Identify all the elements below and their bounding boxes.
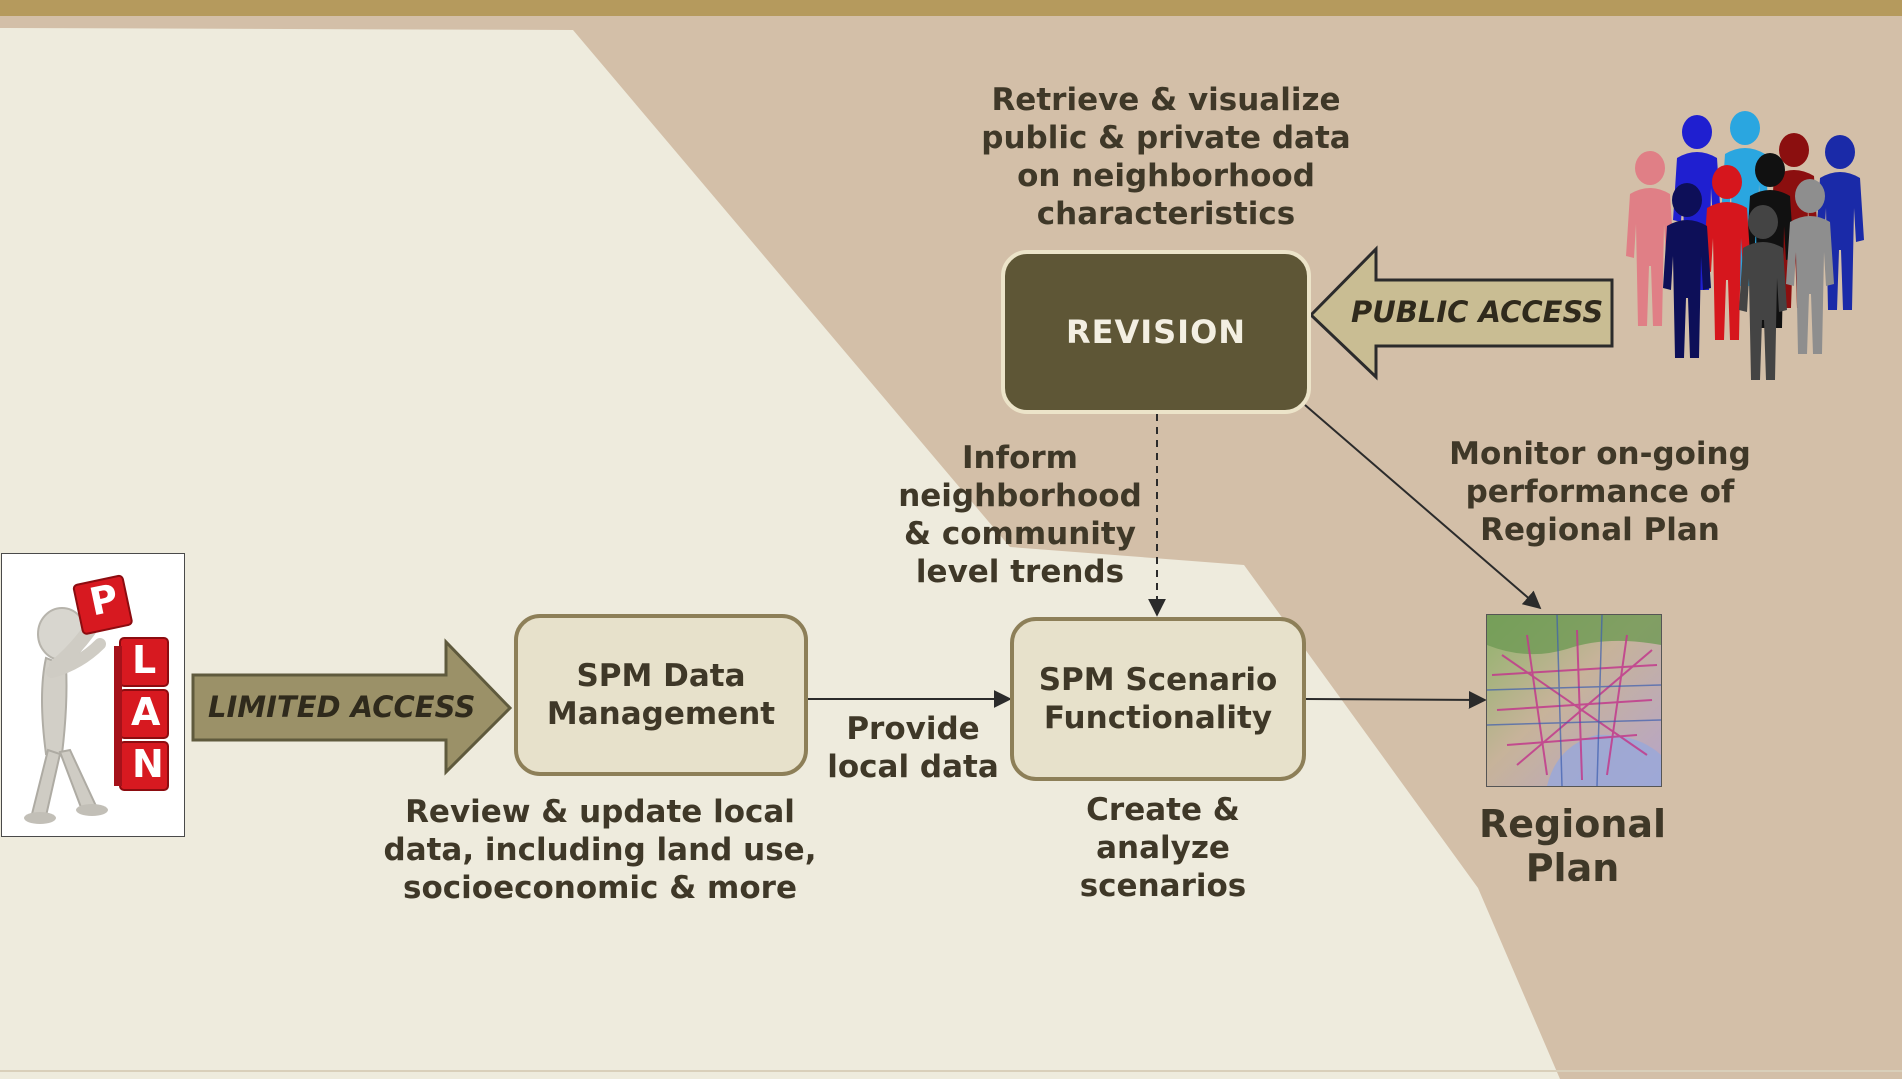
regional-plan-title: Regional Plan — [1478, 802, 1667, 890]
retrieve-label: Retrieve & visualize public & private da… — [981, 82, 1351, 232]
crowd-person-figure — [1703, 165, 1751, 340]
regional-map-image — [1486, 614, 1662, 787]
monitor-label: Monitor on-going performance of Regional… — [1449, 436, 1751, 548]
public-access-label: PUBLIC ACCESS — [1351, 295, 1604, 329]
plan-letter-l: L — [132, 638, 157, 682]
background-cream-region — [0, 28, 1560, 1079]
spm-scenario-functionality-box: SPM Scenario Functionality — [1010, 617, 1306, 781]
review-label: Review & update local data, including la… — [383, 794, 817, 906]
crowd-person-figure — [1626, 151, 1674, 326]
plan-image: P L A N — [1, 553, 185, 837]
crowd-person-figure — [1786, 179, 1834, 354]
inform-label: Inform neighborhood & community level tr… — [898, 440, 1142, 590]
create-label: Create & analyze scenarios — [1079, 792, 1247, 904]
revision-box: REVISION — [1001, 250, 1311, 414]
person-stacking-plan-cubes-icon — [24, 574, 169, 824]
connector-revision-to-plan — [1304, 404, 1542, 610]
crowd-person-figure — [1739, 205, 1787, 380]
crowd-person-figure — [1663, 183, 1711, 358]
plan-letter-n: N — [132, 742, 164, 786]
plan-letter-a: A — [131, 690, 161, 734]
regional-map-icon — [1487, 615, 1661, 786]
top-band — [0, 0, 1902, 16]
connector-scenario-to-plan — [1305, 690, 1487, 709]
spm-data-management-box: SPM Data Management — [514, 614, 808, 776]
limited-access-label: LIMITED ACCESS — [208, 690, 476, 724]
provide-label: Provide local data — [827, 711, 999, 785]
